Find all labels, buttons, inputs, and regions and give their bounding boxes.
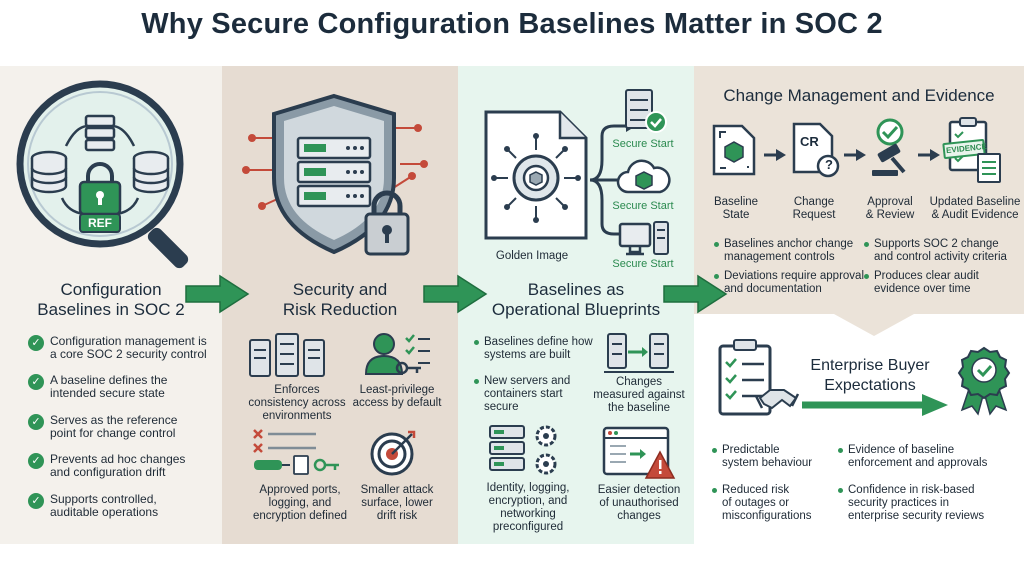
arrow-right-icon [918,149,940,161]
ports-list-icon [253,429,339,475]
panel-configuration-baselines: REF Configuration Baselines in SOC 2 ✓Co… [0,66,222,544]
panel2-heading: Security and Risk Reduction [282,280,398,319]
arrow-right-icon [844,149,866,161]
list-item: ✓Supports controlled,auditable operation… [28,493,158,519]
target-icon [370,430,416,476]
secure-start-label: Secure Start [612,138,674,150]
approval-gavel-icon [872,118,906,176]
chevron-arrow-icon [663,274,728,314]
ref-badge: REF [88,216,112,230]
buyer-heading: Enterprise Buyer Expectations [810,357,930,394]
check-icon: ✓ [28,414,44,430]
baseline-state-icon [712,124,756,176]
flow-step-approval: Approval& Review [865,196,915,221]
question-icon: ? [825,157,833,172]
panel-change-management: Change Management and Evidence CR ? EVID… [694,66,1024,544]
shield-server-lock-icon [242,93,428,256]
secure-start-label: Secure Start [612,200,674,212]
change-request-icon [792,122,840,178]
servers-icon [249,333,325,377]
check-icon: ✓ [28,453,44,469]
compare-servers-icon [604,333,674,373]
golden-image-document-icon [484,110,588,240]
arrow-right-icon [764,149,786,161]
golden-image-label: Golden Image [495,250,569,262]
cr-label: CR [800,134,819,149]
chevron-arrow-icon [423,274,488,314]
change-management-section [694,66,1024,314]
check-icon: ✓ [28,335,44,351]
check-icon: ✓ [28,493,44,509]
section-pointer [834,314,914,336]
page-title: Why Secure Configuration Baselines Matte… [141,8,883,40]
server-gears-icon [489,425,557,475]
server-check-icon [625,89,667,133]
alert-window-icon [602,426,676,479]
clipboard-handshake-icon [718,339,800,416]
panel3-heading: Baselines as Operational Blueprints [491,280,661,319]
panel-operational-blueprints: Golden Image Secure Start Secure Start S… [458,66,694,544]
updated-evidence-icon [942,117,1001,183]
chevron-arrow-icon [185,274,250,314]
long-arrow-right [802,394,948,416]
award-badge-icon [957,346,1011,416]
cloud-container-icon [616,159,671,194]
magnifier-database-lock-icon [16,80,189,269]
panel1-heading: Configuration Baselines in SOC 2 [37,280,185,319]
user-key-icon [364,333,430,375]
flow-step-updated: Updated Baseline& Audit Evidence [929,196,1021,221]
secure-start-label: Secure Start [612,258,674,270]
desktop-server-icon [618,221,669,256]
check-icon: ✓ [28,374,44,390]
change-management-heading: Change Management and Evidence [723,86,995,105]
